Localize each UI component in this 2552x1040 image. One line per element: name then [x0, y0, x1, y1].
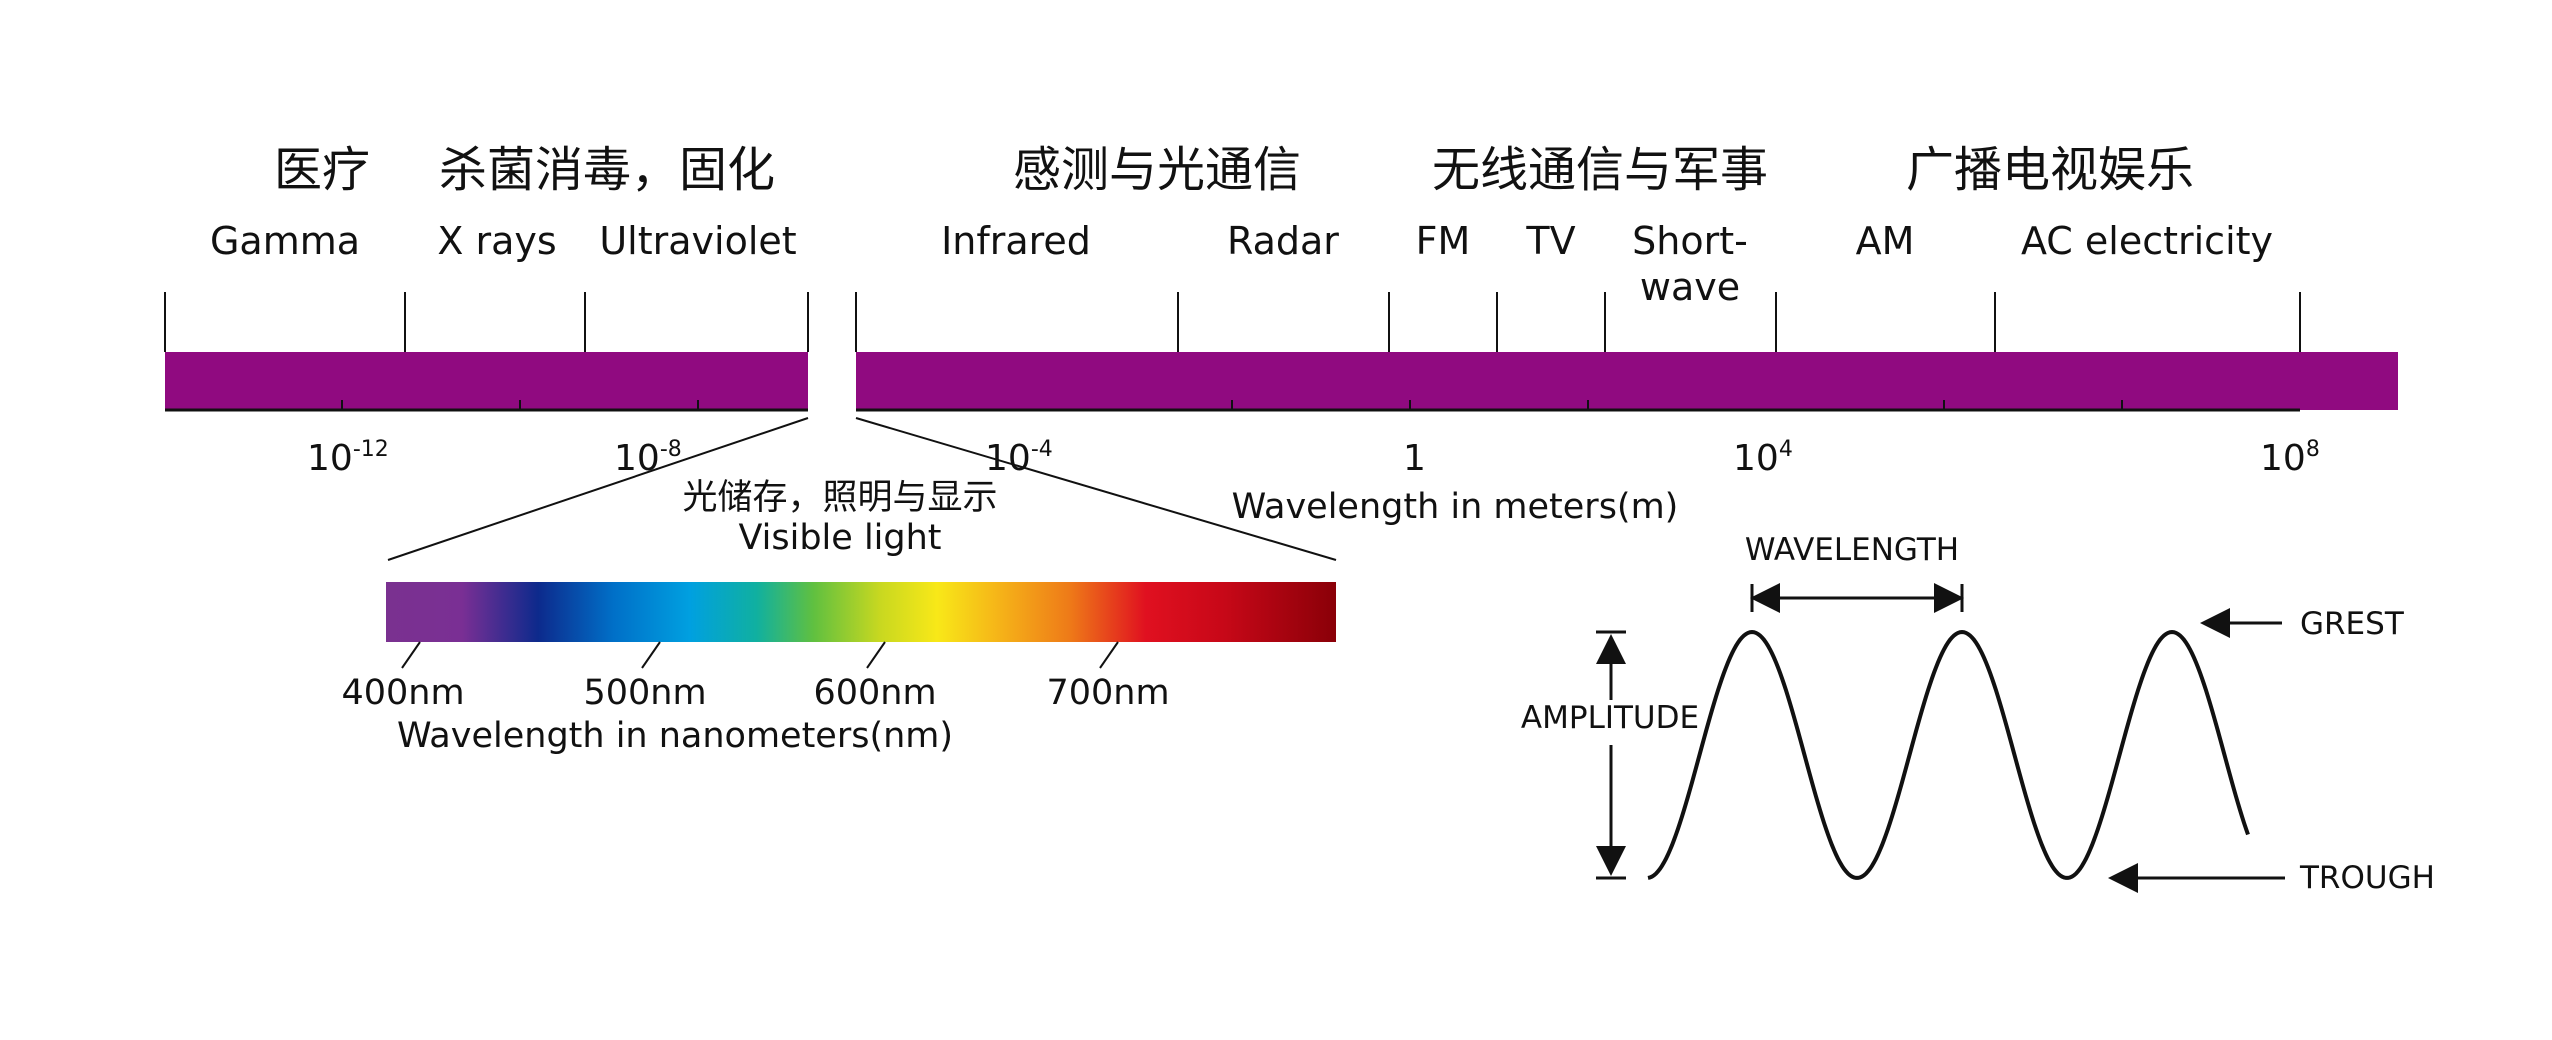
sine-wave	[1647, 629, 2250, 880]
visible-light-section: 光储存，照明与显示 Visible light 400nm 500nm 600n…	[341, 478, 1336, 756]
application-broadcast: 广播电视娱乐	[1906, 142, 2194, 198]
band-tv: TV	[1525, 219, 1575, 263]
zoom-line-right	[855, 417, 1337, 561]
application-medical: 医疗	[274, 142, 370, 198]
visible-spectrum-gradient	[386, 582, 1336, 642]
visible-caption-cn: 光储存，照明与显示	[682, 478, 997, 518]
scale-tick-1: 1	[1403, 438, 1426, 479]
scale-tick-1e8: 108	[2260, 437, 2320, 479]
band-x-rays: X rays	[437, 219, 556, 263]
band-shortwave-line2: wave	[1640, 265, 1740, 309]
application-sterilization: 杀菌消毒，固化	[439, 142, 775, 198]
visible-tick-600nm: 600nm	[813, 673, 936, 713]
zoom-line-left	[387, 417, 809, 561]
band-infrared: Infrared	[941, 219, 1091, 263]
visible-unit-label: Wavelength in nanometers(nm)	[397, 716, 953, 756]
visible-tick-400nm: 400nm	[341, 673, 464, 713]
crest-label: GREST	[2300, 606, 2405, 642]
wavelength-scale: 10-12 10-8 10-4 1 104 108 Wavelength in …	[307, 437, 2320, 527]
band-ac-electricity: AC electricity	[2021, 219, 2273, 263]
spectrum-bar	[165, 352, 2398, 412]
application-wireless: 无线通信与军事	[1432, 142, 1768, 198]
scale-tick-1e4: 104	[1733, 437, 1793, 479]
application-labels: 医疗 杀菌消毒，固化 感测与光通信 无线通信与军事 广播电视娱乐	[274, 142, 2194, 198]
scale-tick-1e-8: 10-8	[614, 437, 682, 479]
band-ultraviolet: Ultraviolet	[599, 219, 796, 263]
band-radar: Radar	[1227, 219, 1339, 263]
trough-label: TROUGH	[2299, 860, 2435, 896]
band-am: AM	[1856, 219, 1915, 263]
visible-tick-500nm: 500nm	[583, 673, 706, 713]
application-sensing: 感测与光通信	[1013, 142, 1301, 198]
band-gamma: Gamma	[210, 219, 360, 263]
band-shortwave-line1: Short-	[1632, 219, 1748, 263]
amplitude-label: AMPLITUDE	[1521, 700, 1699, 736]
scale-tick-1e-12: 10-12	[307, 437, 389, 479]
visible-caption-en: Visible light	[738, 518, 941, 558]
visible-zoom-lines	[387, 417, 1337, 561]
scale-unit-label: Wavelength in meters(m)	[1232, 487, 1679, 527]
visible-tick-700nm: 700nm	[1046, 673, 1169, 713]
minor-ticks	[341, 400, 2123, 410]
visible-tick-marks	[401, 641, 1119, 669]
band-dividers	[164, 292, 2301, 352]
band-fm: FM	[1416, 219, 1471, 263]
band-labels: Gamma X rays Ultraviolet Infrared Radar …	[210, 219, 2273, 309]
wave-anatomy: WAVELENGTH AMPLITUDE GREST TROUGH	[1521, 532, 2435, 896]
wavelength-label: WAVELENGTH	[1745, 532, 1959, 568]
spectrum-bar-right	[856, 352, 2398, 410]
spectrum-bar-left	[165, 352, 808, 410]
